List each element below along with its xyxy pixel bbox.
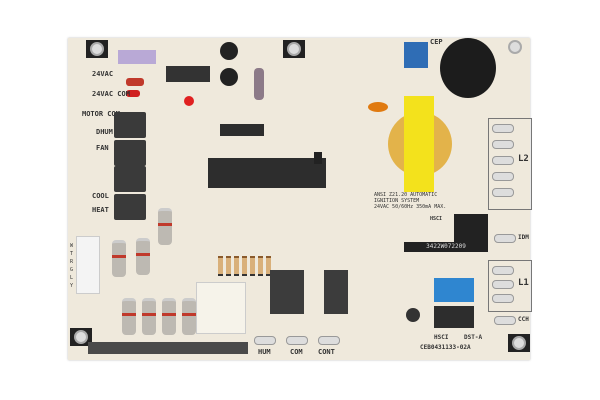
l1-terminal-block: [488, 260, 532, 312]
terminal-l1[interactable]: [492, 294, 514, 303]
terminal-l2[interactable]: [492, 156, 514, 165]
label-idm: IDM: [518, 234, 529, 241]
terminal-l2[interactable]: [492, 188, 514, 197]
power-resistor: [142, 298, 156, 335]
label-cool: COOL: [92, 192, 109, 200]
label-hum: HUM: [258, 348, 271, 356]
capacitor: [368, 102, 388, 112]
power-resistor: [182, 298, 196, 335]
relay: [114, 140, 146, 166]
mount-hole: [86, 40, 108, 58]
capacitor: [126, 78, 144, 86]
label-24vac-com: 24VAC COM: [92, 90, 130, 98]
ic-chip: [220, 124, 264, 136]
label-fan: FAN: [96, 144, 109, 152]
terminal-hum[interactable]: [254, 336, 276, 345]
power-resistor: [112, 240, 126, 277]
label-24vac: 24VAC: [92, 70, 114, 78]
relay: [114, 112, 146, 138]
circuit-board: 24VAC 24VAC COM MOTOR COM DHUM FAN COOL …: [68, 38, 532, 360]
relay: [270, 270, 304, 314]
terminal-cch[interactable]: [494, 316, 516, 325]
fuse: [118, 50, 156, 64]
label-motor-com: MOTOR COM: [82, 110, 120, 118]
barcode-label: [88, 342, 248, 354]
resistor: [254, 68, 264, 100]
transistor: [314, 152, 322, 164]
label-l2: L2: [518, 154, 529, 164]
terminal-com[interactable]: [286, 336, 308, 345]
l2-terminal-block: [488, 118, 532, 210]
relay: [324, 270, 348, 314]
relay: [114, 166, 146, 192]
label-dhum: DHUM: [96, 128, 113, 136]
serial-number: 3422W072209: [404, 242, 488, 252]
terminal-l2[interactable]: [492, 124, 514, 133]
capacitor: [220, 42, 238, 60]
mount-hole: [504, 38, 526, 56]
qr-code: [454, 214, 488, 244]
terminal-l1[interactable]: [492, 280, 514, 289]
led: [184, 96, 194, 106]
cert-label: HSCI: [430, 216, 443, 222]
terminal-l2[interactable]: [492, 140, 514, 149]
pressure-switch: [440, 38, 496, 98]
microcontroller: [208, 158, 326, 188]
label-heat: HEAT: [92, 206, 109, 214]
relay-blue: [434, 278, 474, 302]
label-l1: L1: [518, 278, 529, 288]
terminal-idm[interactable]: [494, 234, 516, 243]
relay: [114, 194, 146, 220]
part-number: CEB0431133-02A: [420, 344, 471, 351]
diode-array: [166, 66, 210, 82]
power-resistor: [136, 238, 150, 275]
capacitor: [126, 90, 140, 97]
capacitor-blue: [404, 42, 428, 68]
capacitor: [220, 68, 238, 86]
label-dst-a: DST-A: [464, 334, 483, 341]
label-cep: CEP: [430, 38, 443, 46]
label-com: COM: [290, 348, 303, 356]
power-resistor: [122, 298, 136, 335]
power-resistor: [162, 298, 176, 335]
label-cch: CCH: [518, 316, 529, 323]
molex-connector[interactable]: [196, 282, 246, 334]
terminal-l2[interactable]: [492, 172, 514, 181]
terminal-l1[interactable]: [492, 266, 514, 275]
power-resistor: [158, 208, 172, 245]
label-cont: CONT: [318, 348, 335, 356]
relay: [434, 306, 474, 328]
capacitor: [406, 308, 420, 322]
thermostat-connector[interactable]: [76, 236, 100, 294]
terminal-cont[interactable]: [318, 336, 340, 345]
transformer: [404, 96, 434, 192]
mount-hole: [70, 328, 92, 346]
mount-hole: [508, 334, 530, 352]
label-hsci: HSCI: [434, 334, 449, 341]
mount-hole: [283, 40, 305, 58]
